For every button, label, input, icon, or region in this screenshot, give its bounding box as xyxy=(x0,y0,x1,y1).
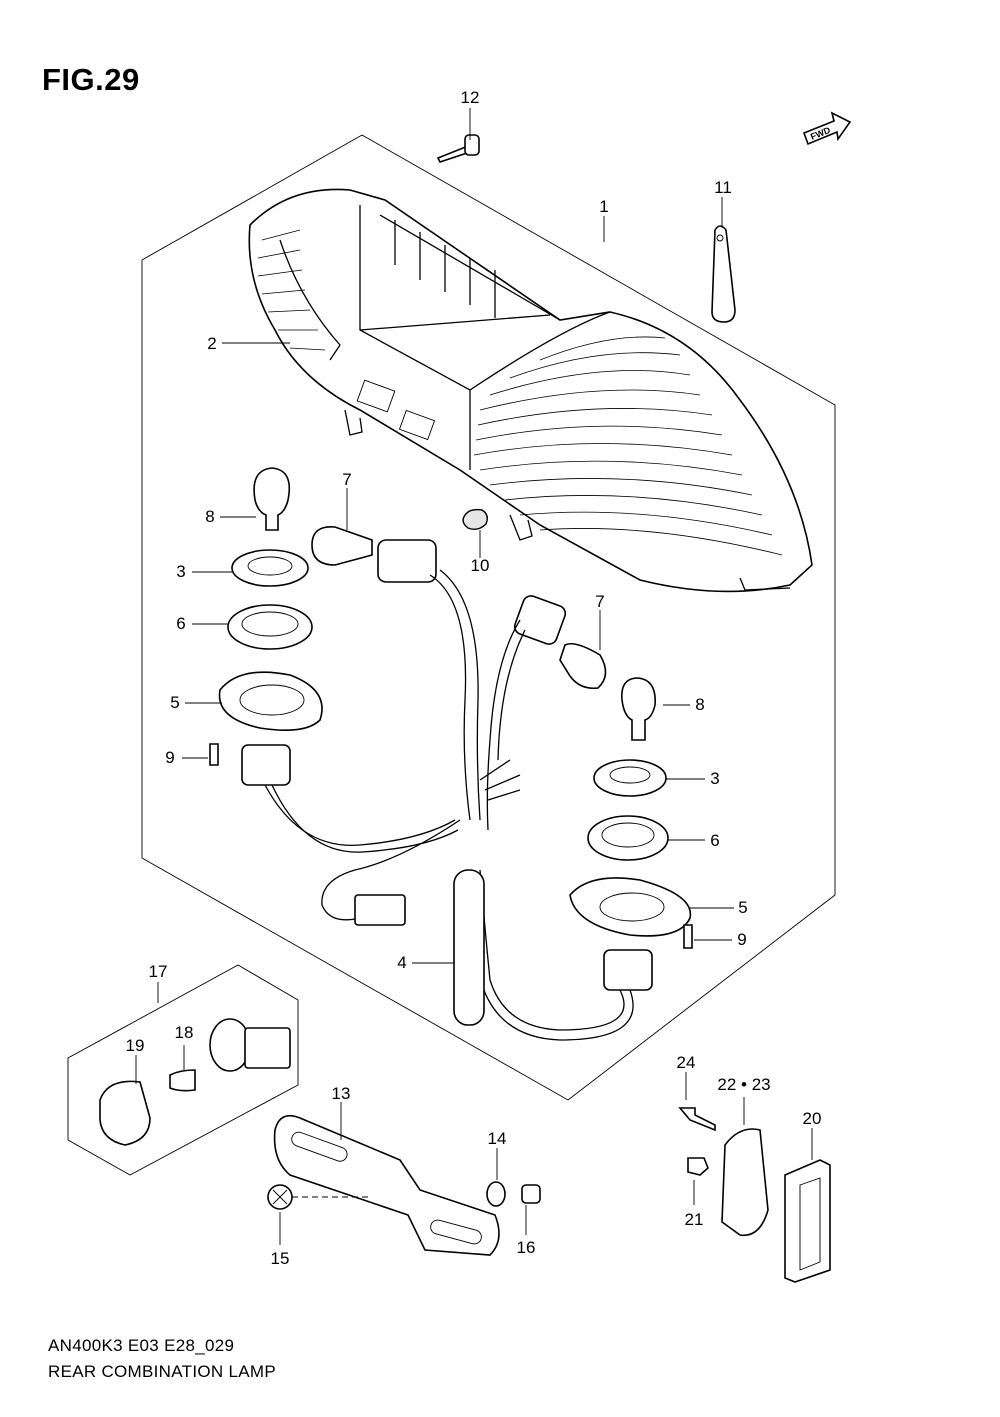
callout-2: 2 xyxy=(207,334,216,353)
figure-title: FIG.29 xyxy=(42,62,140,97)
callout-8-lower: 8 xyxy=(695,695,704,714)
part-24-screw xyxy=(678,1107,716,1132)
sub-assembly-17-boundary xyxy=(67,964,299,1176)
socket-upper xyxy=(377,539,437,583)
callout-8-upper: 8 xyxy=(205,507,214,526)
callout-4: 4 xyxy=(397,953,406,972)
socket-lower-right xyxy=(603,949,653,991)
callout-1: 1 xyxy=(599,197,608,216)
callout-13: 13 xyxy=(332,1084,351,1103)
callout-6-left: 6 xyxy=(176,614,185,633)
part-5-gasket-left xyxy=(218,671,323,732)
part-7-bulb-left xyxy=(311,526,373,566)
part-7-bulb-right xyxy=(559,642,607,690)
leader-lines xyxy=(135,108,813,1245)
part-5-gasket-right xyxy=(569,877,692,937)
callout-3-right: 3 xyxy=(710,769,719,788)
forward-arrow-icon: FWD xyxy=(802,111,852,146)
part-4-wire-harness xyxy=(264,569,634,1041)
part-13-bracket xyxy=(273,1114,500,1256)
part-17-socket xyxy=(209,1018,291,1072)
part-14-washer xyxy=(486,1181,506,1207)
rear-lamp-housing xyxy=(248,188,813,593)
socket-lower-left xyxy=(241,744,291,786)
callout-22-23: 22 • 23 xyxy=(717,1075,770,1094)
part-11-strap xyxy=(711,225,736,323)
callout-14: 14 xyxy=(488,1129,507,1148)
part-10-grommet xyxy=(462,508,489,531)
callout-10: 10 xyxy=(471,556,490,575)
callout-21: 21 xyxy=(685,1210,704,1229)
callout-3-left: 3 xyxy=(176,562,185,581)
diagram-caption: REAR COMBINATION LAMP xyxy=(48,1362,276,1381)
callout-17: 17 xyxy=(149,962,168,981)
part-20-reflector xyxy=(784,1159,831,1283)
callout-12: 12 xyxy=(461,88,480,107)
diagram-code: AN400K3 E03 E28_029 xyxy=(48,1336,235,1355)
callout-labels: 12 11 1 2 7 8 10 3 6 7 5 8 9 3 6 5 9 4 1… xyxy=(126,88,822,1268)
part-16-nut xyxy=(521,1184,541,1204)
callout-7-upper: 7 xyxy=(342,470,351,489)
callout-19: 19 xyxy=(126,1036,145,1055)
part-3-ring-right xyxy=(593,759,667,797)
callout-6-right: 6 xyxy=(710,831,719,850)
part-8-bulb-right xyxy=(621,677,656,741)
callout-15: 15 xyxy=(271,1249,290,1268)
part-4-harness-sleeve xyxy=(453,869,485,1026)
callout-11: 11 xyxy=(714,178,732,197)
assembly-boundary xyxy=(141,134,836,1101)
part-12-screw xyxy=(436,134,480,163)
callout-18: 18 xyxy=(175,1023,194,1042)
callout-16: 16 xyxy=(517,1238,536,1257)
part-3-ring-left xyxy=(231,549,309,587)
socket-mid xyxy=(513,595,567,645)
part-19-lens xyxy=(99,1080,151,1146)
part-22-23-reflector-holder xyxy=(721,1128,769,1237)
part-21-nut xyxy=(687,1157,709,1176)
part-9-screw-left xyxy=(209,743,219,766)
callout-24: 24 xyxy=(677,1053,696,1072)
harness-connector xyxy=(354,894,406,926)
callout-9-left: 9 xyxy=(165,748,174,767)
part-18-bulb xyxy=(169,1069,196,1092)
callout-20: 20 xyxy=(803,1109,822,1128)
part-9-screw-right xyxy=(683,924,693,949)
callout-5-left: 5 xyxy=(170,693,179,712)
callout-7-lower: 7 xyxy=(595,592,604,611)
callout-9-right: 9 xyxy=(737,930,746,949)
part-8-bulb-left xyxy=(253,467,291,531)
callout-5-right: 5 xyxy=(738,898,747,917)
